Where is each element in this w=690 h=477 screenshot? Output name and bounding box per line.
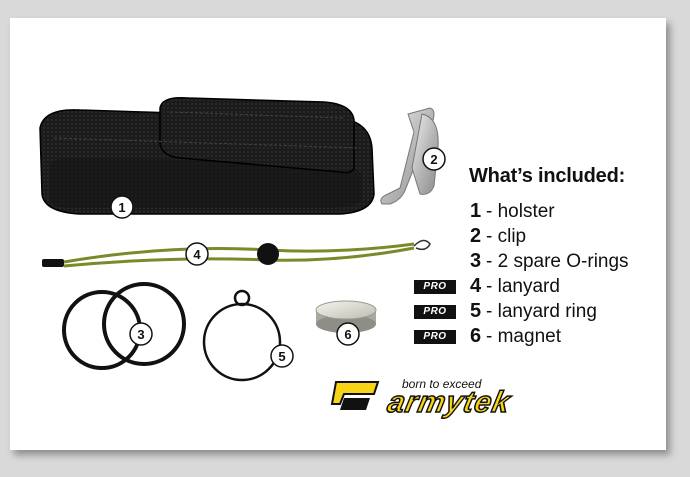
pro-badge: PRO [414,280,456,294]
pro-badge: PRO [414,330,456,344]
svg-text:1: 1 [118,200,125,215]
callout-4: 4 [185,242,209,266]
logo-tagline: born to exceed [402,377,482,391]
callout-1: 1 [110,195,134,219]
lanyard-icon [42,239,431,268]
callout-5: 5 [270,344,294,368]
item-number: 2 [470,225,482,247]
item-label: - 2 spare O-rings [486,251,629,272]
item-label: - lanyard [486,276,560,297]
svg-text:4: 4 [193,247,201,262]
pro-badge: PRO [414,305,456,319]
callout-2: 2 [422,147,446,171]
item-number: 5 [470,300,482,322]
o-ring-icon [62,282,186,370]
item-number: 4 [470,275,482,297]
svg-text:2: 2 [430,152,437,167]
item-label: - magnet [486,326,561,347]
holster-icon [39,96,375,215]
armytek-logo-icon [330,381,380,410]
svg-text:6: 6 [344,327,351,342]
item-number: 1 [470,200,482,222]
svg-text:5: 5 [278,349,285,364]
product-card: 1 2 3 4 5 6 What’s included: 1 - holster [10,18,666,450]
included-heading: What’s included: [469,165,626,187]
svg-text:3: 3 [137,327,144,342]
item-number: 3 [470,250,482,272]
item-label: - holster [486,201,555,222]
magnet-icon [315,300,377,333]
callout-3: 3 [129,322,153,346]
lanyard-ring-icon [202,289,282,382]
accessories-illustration: 1 2 3 4 5 6 [39,96,446,382]
item-label: - lanyard ring [486,301,597,322]
logo-brand: armytek [384,385,515,420]
item-number: 6 [470,325,482,347]
item-label: - clip [486,226,527,247]
callout-6: 6 [336,322,360,346]
